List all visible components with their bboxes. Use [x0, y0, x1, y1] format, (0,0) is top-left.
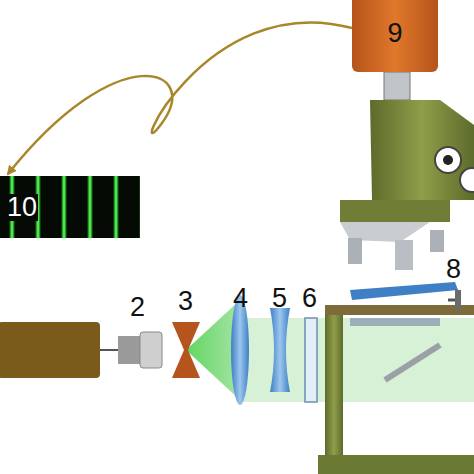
mirror [385, 345, 440, 380]
microscope-stage [325, 305, 474, 315]
callout-number: 4 [233, 285, 248, 312]
eyepiece [460, 168, 474, 192]
callout-number: 8 [446, 256, 461, 283]
callout-number: 10 [6, 194, 38, 221]
callout-number: 2 [130, 294, 145, 321]
fringe-image: 10 [0, 176, 140, 238]
concave-lens [270, 308, 290, 392]
callout-number: 3 [178, 288, 193, 315]
laser [0, 322, 100, 378]
objective-lens [348, 238, 362, 264]
condenser [350, 318, 440, 326]
callout-number: 9 [387, 20, 402, 47]
objective-lens [430, 230, 444, 252]
objective-lens [395, 240, 413, 270]
callout-number: 6 [302, 285, 317, 312]
sample-slide [350, 282, 458, 300]
callout-number: 5 [272, 285, 287, 312]
microscope-pillar [325, 315, 343, 465]
eyepiece-pupil [443, 155, 453, 165]
objective [140, 332, 162, 368]
laser-fiber [100, 349, 118, 351]
camera-cable [8, 22, 352, 174]
microscope-head [370, 100, 474, 200]
reflected-beam [392, 330, 474, 395]
camera: 9 [352, 0, 438, 72]
microscope-base [318, 455, 474, 474]
objective-body [118, 336, 140, 364]
polarizer-plate [305, 318, 317, 402]
eyepiece [435, 147, 461, 173]
pinhole-upper [172, 322, 200, 350]
pinhole-lower [172, 350, 200, 378]
nosepiece [340, 200, 450, 222]
camera-adapter [384, 72, 410, 100]
stage-clip-post [455, 290, 461, 310]
